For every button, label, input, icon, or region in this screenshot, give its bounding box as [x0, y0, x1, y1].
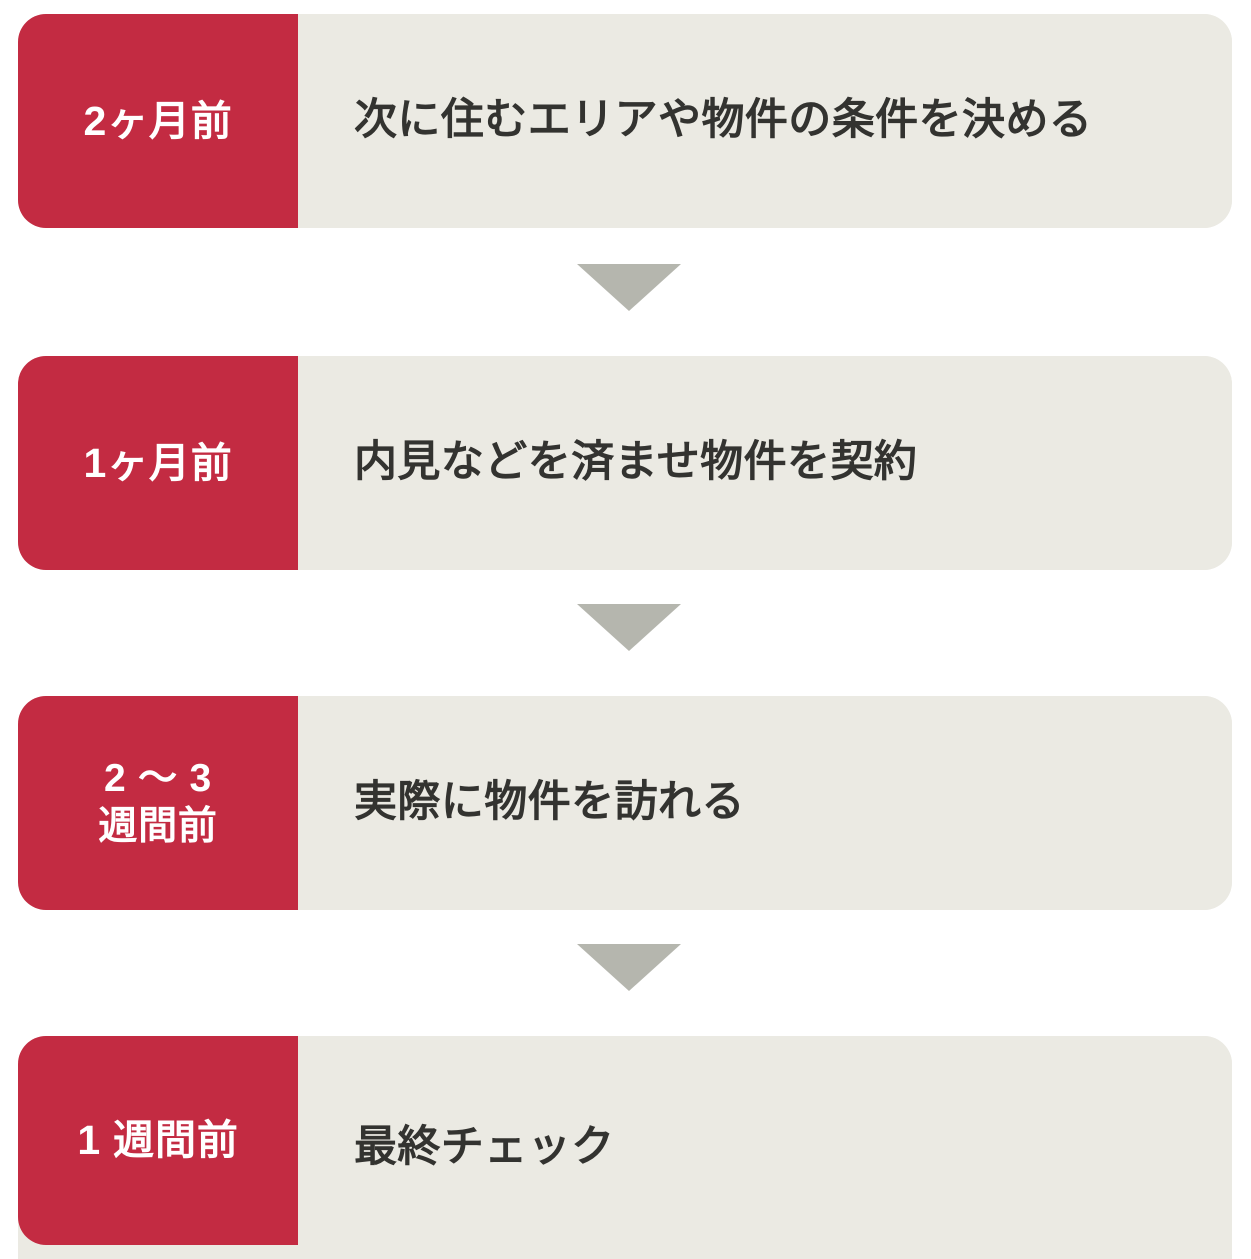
- step-3-period-line-2: 週間前: [98, 805, 218, 848]
- timeline-step-4[interactable]: 1 週間前 最終チェック: [18, 1036, 1232, 1259]
- step-1-task-text: 次に住むエリアや物件の条件を決める: [354, 96, 1093, 145]
- step-2-period-line-1: 1ヶ月前: [83, 439, 233, 486]
- step-4-period-label: 1 週間前: [18, 1036, 298, 1245]
- step-3-period-label: 2 〜 3 週間前: [18, 696, 298, 910]
- triangle-down-icon-1: [577, 264, 681, 311]
- triangle-down-icon-2: [577, 604, 681, 651]
- triangle-down-icon-3: [577, 944, 681, 991]
- step-4-body: 最終チェック: [298, 1036, 1232, 1259]
- step-3-period-line-1: 2 〜 3: [104, 757, 212, 801]
- step-1-body: 次に住むエリアや物件の条件を決める: [298, 14, 1232, 228]
- step-3-body: 実際に物件を訪れる: [298, 696, 1232, 910]
- step-2-body: 内見などを済ませ物件を契約: [298, 356, 1232, 570]
- step-1-period-label: 2ヶ月前: [18, 14, 298, 228]
- step-2-period-label: 1ヶ月前: [18, 356, 298, 570]
- step-4-task-text: 最終チェック: [354, 1122, 615, 1171]
- step-2-task-text: 内見などを済ませ物件を契約: [354, 438, 918, 487]
- step-4-period-line-1: 1 週間前: [77, 1117, 239, 1164]
- timeline-step-2[interactable]: 1ヶ月前 内見などを済ませ物件を契約: [18, 356, 1232, 570]
- step-3-task-text: 実際に物件を訪れる: [354, 778, 745, 827]
- step-1-period-line-1: 2ヶ月前: [83, 97, 233, 144]
- timeline-step-1[interactable]: 2ヶ月前 次に住むエリアや物件の条件を決める: [18, 14, 1232, 228]
- timeline-step-3[interactable]: 2 〜 3 週間前 実際に物件を訪れる: [18, 696, 1232, 910]
